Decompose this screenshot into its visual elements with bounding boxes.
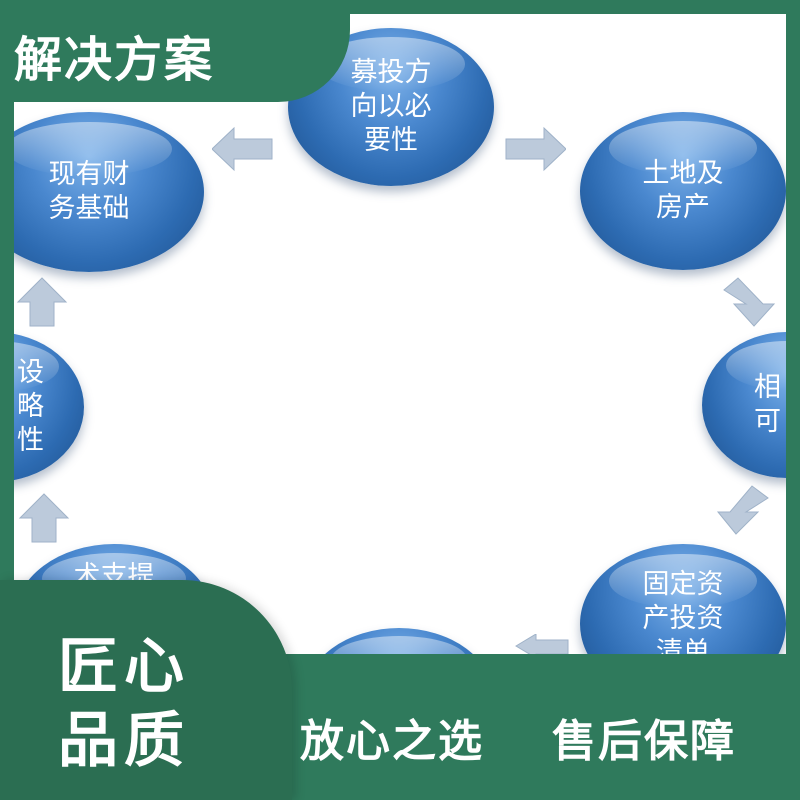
node-bottom-right-label: 固定资 产投资 清单 bbox=[642, 569, 724, 654]
badge-line-1: 匠心 bbox=[58, 632, 190, 702]
arrow-icon bbox=[716, 276, 776, 328]
arrow-icon bbox=[16, 492, 74, 544]
badge-line-2: 品质 bbox=[58, 706, 190, 776]
slogan-left: 放心之选 bbox=[300, 716, 484, 767]
quality-badge: 匠心 品质 bbox=[0, 580, 292, 800]
node-right: 相 可 bbox=[702, 332, 786, 478]
arrow-icon bbox=[14, 276, 72, 328]
node-right-label: 相 可 bbox=[754, 372, 781, 437]
node-top: 募投方 向以必 要性 bbox=[288, 28, 494, 186]
slogan-right: 售后保障 bbox=[552, 716, 736, 767]
diagram-canvas: 募投方 向以必 要性 现有财 务基础 土地及 房产 相 可 设 略 性 固定资 … bbox=[14, 14, 786, 654]
node-top-right-label: 土地及 房产 bbox=[642, 158, 724, 223]
arrow-icon bbox=[514, 633, 570, 654]
node-top-left-label: 现有财 务基础 bbox=[48, 159, 130, 224]
node-top-label: 募投方 向以必 要性 bbox=[350, 57, 432, 156]
node-left-label: 设 略 性 bbox=[17, 357, 44, 456]
arrow-icon bbox=[211, 126, 274, 172]
node-left: 设 略 性 bbox=[14, 332, 84, 482]
header-banner: 解决方案 bbox=[0, 0, 350, 102]
arrow-icon bbox=[716, 484, 778, 536]
node-top-right: 土地及 房产 bbox=[580, 112, 786, 270]
header-title: 解决方案 bbox=[14, 32, 215, 88]
node-bottom bbox=[304, 628, 494, 654]
node-bottom-right: 固定资 产投资 清单 bbox=[580, 544, 786, 654]
arrow-icon bbox=[504, 126, 567, 172]
node-top-left: 现有财 务基础 bbox=[14, 112, 204, 272]
